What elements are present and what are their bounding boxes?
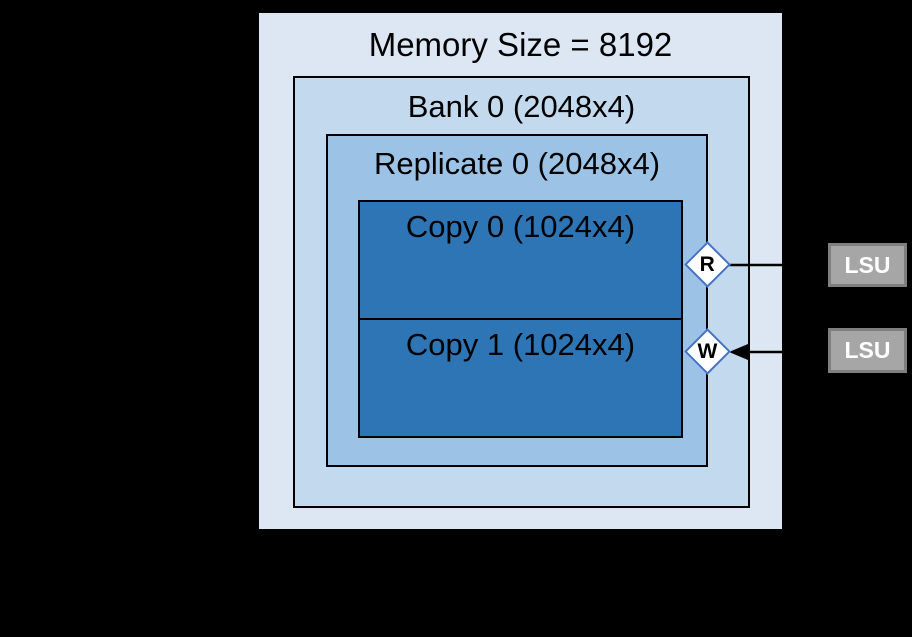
replicate-label: Replicate 0 (2048x4) [373,146,661,181]
bank-box: Bank 0 (2048x4) Replicate 0 (2048x4) Cop… [293,76,750,508]
copy-1-label: Copy 1 (1024x4) [405,327,636,362]
replicate-box: Replicate 0 (2048x4) Copy 0 (1024x4) Cop… [326,134,708,467]
copy-divider [360,318,681,320]
bank-label: Bank 0 (2048x4) [407,89,636,124]
memory-label: Memory Size = 8192 [368,26,673,63]
copy-0-label: Copy 0 (1024x4) [405,209,636,244]
lsu-write-label: LSU [844,337,891,363]
copy-1-box: Copy 1 (1024x4) [360,320,681,436]
copies-box: Copy 0 (1024x4) Copy 1 (1024x4) [358,200,683,438]
lsu-write-box: LSU [828,328,907,373]
memory-box: Memory Size = 8192 Bank 0 (2048x4) Repli… [259,13,782,529]
lsu-read-box: LSU [828,243,907,287]
copy-0-box: Copy 0 (1024x4) [360,202,681,318]
lsu-read-label: LSU [844,251,891,278]
write-port-label: W [697,339,718,363]
read-port-label: R [699,252,716,276]
